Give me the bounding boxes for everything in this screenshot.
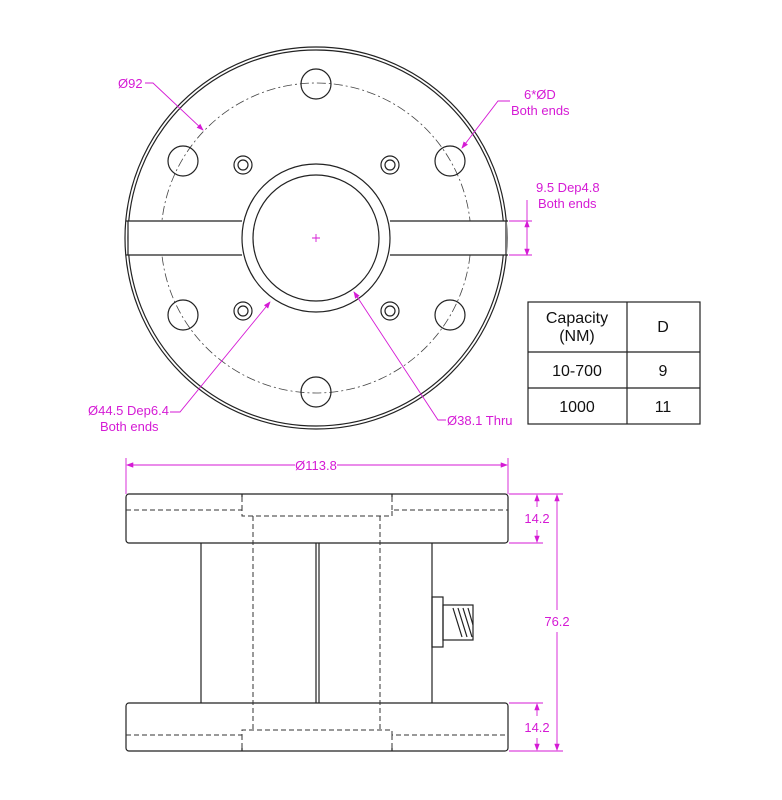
connector-base bbox=[431, 596, 444, 648]
label-counterbore-2: Both ends bbox=[100, 419, 159, 434]
label-slot-2: Both ends bbox=[538, 196, 597, 211]
capacity-table: Capacity (NM) D 10-700 9 1000 11 bbox=[527, 301, 701, 425]
table-cell: 1000 bbox=[559, 399, 595, 416]
slot-mask-left bbox=[128, 221, 242, 255]
top-view: Ø92 6*ØD Both ends 9.5 Dep4.8 Both ends … bbox=[88, 46, 600, 434]
table-header-d: D bbox=[657, 319, 669, 336]
leader-pitch-circle bbox=[145, 82, 204, 131]
slot-mask-right bbox=[390, 221, 507, 255]
table-border bbox=[527, 301, 701, 425]
mounting-hole bbox=[300, 68, 332, 100]
table-header-capacity: Capacity bbox=[546, 310, 608, 327]
table-header-unit: (NM) bbox=[559, 328, 595, 345]
label-flange-bottom: 14.2 bbox=[524, 720, 549, 735]
slot-extension-lines bbox=[509, 220, 532, 256]
leader-counterbore bbox=[170, 301, 271, 413]
label-flange-top: 14.2 bbox=[524, 511, 549, 526]
small-holes bbox=[233, 155, 400, 321]
label-pitch-circle: Ø92 bbox=[118, 76, 143, 91]
mounting-hole bbox=[167, 299, 199, 331]
connector bbox=[431, 596, 474, 648]
table-cell: 11 bbox=[655, 399, 672, 416]
counterbore bbox=[241, 163, 391, 313]
label-height: 76.2 bbox=[544, 614, 569, 629]
label-slot-1: 9.5 Dep4.8 bbox=[536, 180, 600, 195]
thread-lines bbox=[452, 607, 474, 638]
label-counterbore-1: Ø44.5 Dep6.4 bbox=[88, 403, 169, 418]
body bbox=[200, 543, 433, 703]
thru-hole bbox=[252, 174, 380, 302]
leader-holes bbox=[461, 100, 510, 149]
table-cell: 10-700 bbox=[552, 363, 602, 380]
side-view: Ø113.8 14.2 14.2 76.2 bbox=[126, 458, 570, 751]
mounting-hole bbox=[434, 299, 466, 331]
mounting-holes bbox=[167, 68, 466, 408]
mounting-hole bbox=[300, 376, 332, 408]
top-flange bbox=[125, 493, 509, 544]
label-diameter: Ø113.8 bbox=[295, 458, 337, 473]
table-cell: 9 bbox=[659, 363, 668, 380]
flange-edges bbox=[241, 494, 393, 751]
leader-thru-hole bbox=[353, 291, 446, 421]
table-grid bbox=[528, 302, 700, 424]
mounting-hole bbox=[167, 145, 199, 177]
slot-band bbox=[126, 220, 508, 256]
label-holes-1: 6*ØD bbox=[524, 87, 556, 102]
label-thru-hole: Ø38.1 Thru bbox=[447, 413, 513, 428]
bottom-flange bbox=[125, 702, 509, 752]
label-holes-2: Both ends bbox=[511, 103, 570, 118]
connector-thread bbox=[442, 604, 474, 641]
mounting-hole bbox=[434, 145, 466, 177]
center-mark bbox=[312, 234, 320, 242]
hidden-lines bbox=[126, 497, 508, 751]
